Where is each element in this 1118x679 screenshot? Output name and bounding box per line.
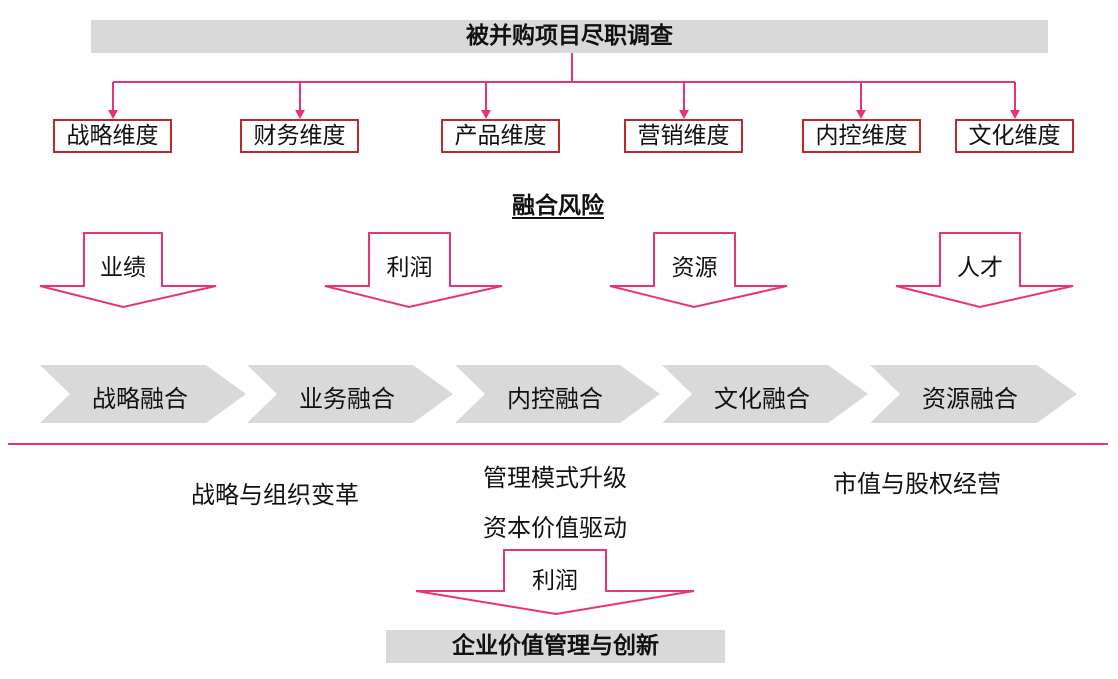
bottom-arrow-shape <box>415 549 695 616</box>
outcome-right: 市值与股权经营 <box>833 470 1001 498</box>
risk-arrow-3-shape <box>609 232 788 309</box>
dimension-label: 战略维度 <box>66 123 159 149</box>
risk-title: 融合风险 <box>512 193 604 219</box>
risk-arrow-label-2: 利润 <box>386 255 433 281</box>
dimension-label: 财务维度 <box>253 123 346 149</box>
divider-line <box>8 443 1108 445</box>
dimension-label: 内控维度 <box>815 123 908 149</box>
tree-connectors <box>108 53 1020 119</box>
fusion-step-label-4: 文化融合 <box>714 385 810 413</box>
bottom-arrow <box>415 549 695 616</box>
bottom-title-bar: 企业价值管理与创新 <box>386 630 725 663</box>
dimension-box-product: 产品维度 <box>441 119 560 153</box>
fusion-chevron-4 <box>662 365 868 423</box>
fusion-chevron-1 <box>40 365 246 423</box>
risk-arrow-label-1: 业绩 <box>100 255 146 281</box>
fusion-step-label-1: 战略融合 <box>92 385 188 413</box>
fusion-step-label-5: 资源融合 <box>922 385 1018 413</box>
dimension-box-marketing: 营销维度 <box>624 119 743 153</box>
fusion-step-label-3: 内控融合 <box>507 385 603 413</box>
dimension-box-finance: 财务维度 <box>240 119 359 153</box>
dimension-label: 营销维度 <box>637 123 730 149</box>
fusion-step-label-2: 业务融合 <box>299 385 395 413</box>
outcome-left: 战略与组织变革 <box>191 481 359 509</box>
top-title-bar: 被并购项目尽职调查 <box>91 20 1048 53</box>
dimension-box-culture: 文化维度 <box>955 119 1074 153</box>
dimension-label: 产品维度 <box>454 123 547 149</box>
outcome-center-line1: 管理模式升级 <box>483 464 627 492</box>
risk-arrow-2-shape <box>324 232 503 309</box>
dimension-label: 文化维度 <box>968 123 1061 149</box>
risk-arrow-4-shape <box>895 232 1074 309</box>
risk-arrows <box>39 232 1074 309</box>
bottom-title: 企业价值管理与创新 <box>452 633 659 659</box>
bottom-arrow-label: 利润 <box>532 568 578 594</box>
dimension-box-strategy: 战略维度 <box>53 119 172 153</box>
dimension-box-internal-control: 内控维度 <box>802 119 921 153</box>
risk-arrow-label-4: 人才 <box>957 255 1003 281</box>
risk-arrow-1-shape <box>39 232 217 309</box>
top-title: 被并购项目尽职调查 <box>466 23 673 49</box>
fusion-chevron-5 <box>870 365 1077 423</box>
fusion-chevron-2 <box>247 365 453 423</box>
fusion-chevron-3 <box>455 365 660 423</box>
risk-arrow-label-3: 资源 <box>671 255 718 281</box>
outcome-center-line2: 资本价值驱动 <box>483 514 627 542</box>
fusion-steps <box>40 365 1077 423</box>
